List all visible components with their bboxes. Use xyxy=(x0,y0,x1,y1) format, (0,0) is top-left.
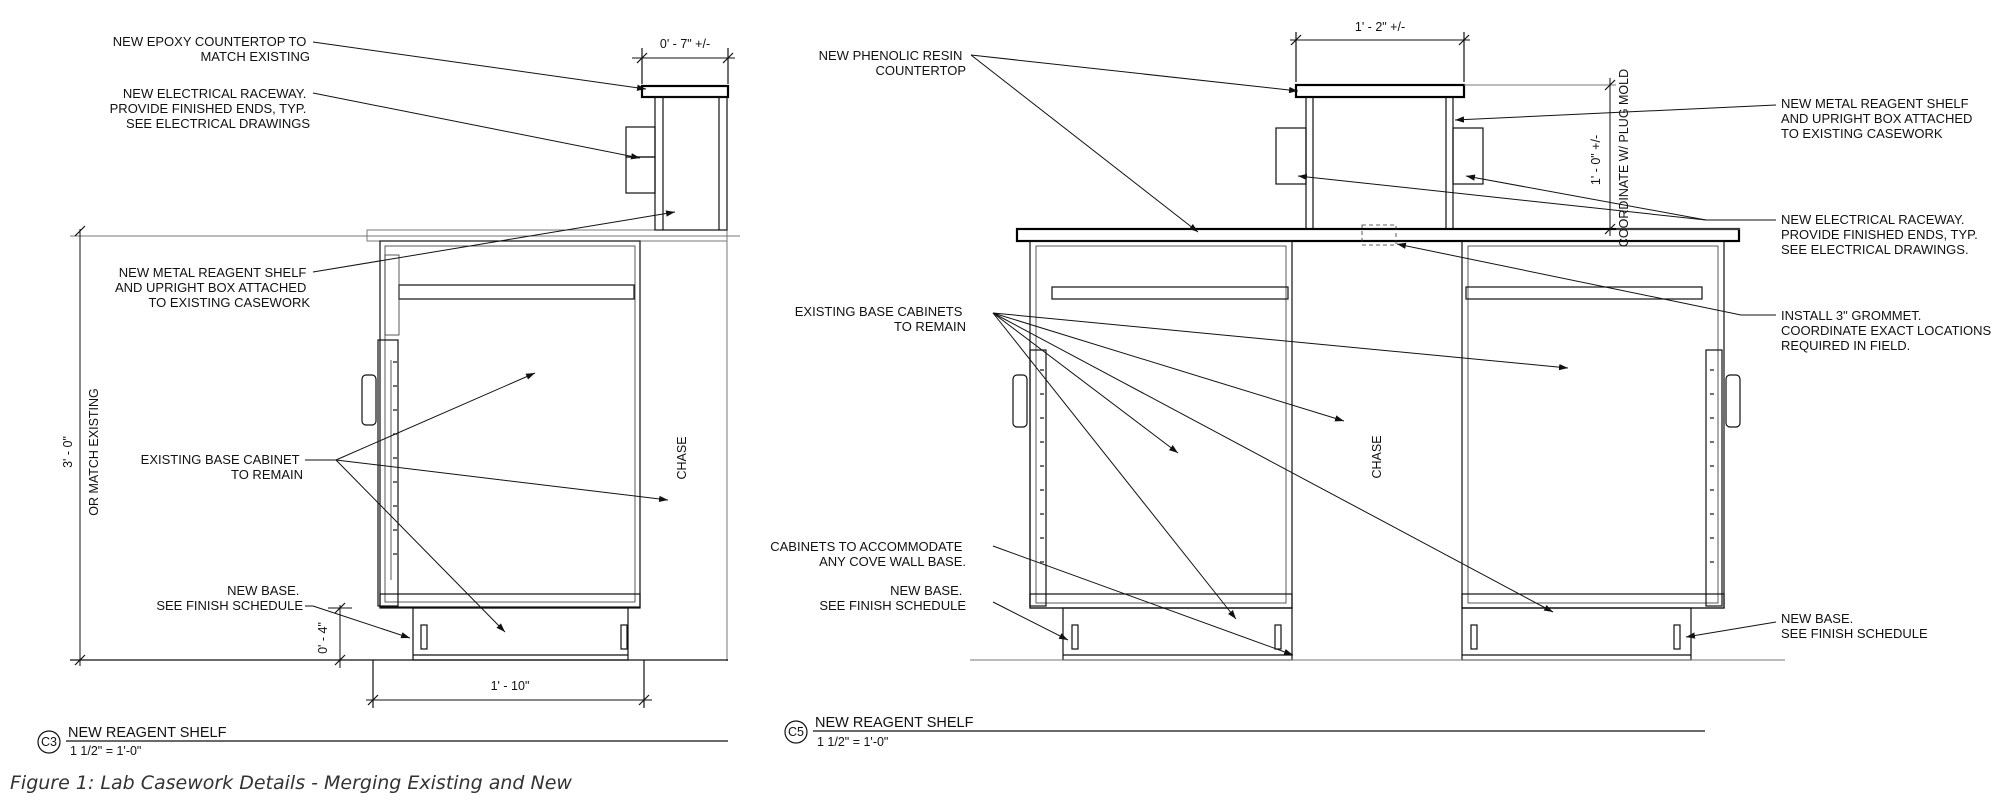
c3-dim-base: 0' - 4" xyxy=(316,622,330,654)
c5-dim-shelf-width: 1' - 2" +/- xyxy=(1355,20,1405,34)
c3-shelf-pins xyxy=(390,360,397,580)
c5-note-new-base-left: NEW BASE. SEE FINISH SCHEDULE xyxy=(819,583,966,613)
c5-new-reagent-shelf xyxy=(1275,83,1484,229)
c3-dim-height-note: OR MATCH EXISTING xyxy=(87,388,101,516)
c5-chase-label: CHASE xyxy=(1370,435,1384,478)
c3-note-new-base: NEW BASE. SEE FINISH SCHEDULE xyxy=(156,583,303,613)
figure-caption: Figure 1: Lab Casework Details - Merging… xyxy=(10,772,572,794)
c5-dimension-lines xyxy=(1290,32,1740,236)
c5-right-shelf-pins xyxy=(1710,369,1714,563)
c5-detail-tag-text: C5 xyxy=(788,725,804,739)
c3-note-reagent-shelf: NEW METAL REAGENT SHELF AND UPRIGHT BOX … xyxy=(115,265,310,310)
c5-phenolic-countertop xyxy=(1015,224,1741,246)
c3-dim-width: 1' - 10" xyxy=(491,679,530,693)
c3-leader-lines xyxy=(305,41,676,639)
c3-dimension-lines xyxy=(74,48,735,708)
c3-dim-shelf-depth: 0' - 7" +/- xyxy=(660,37,710,51)
c5-detail-tag xyxy=(784,720,808,744)
c5-left-cabinet xyxy=(1012,240,1293,661)
c5-left-shelf-pins xyxy=(1040,369,1044,563)
c3-title: NEW REAGENT SHELF xyxy=(68,725,227,741)
c5-dim-shelf-height: 1' - 0" +/- xyxy=(1589,135,1603,185)
detail-c5: NEW PHENOLIC RESIN COUNTERTOP EXISTING B… xyxy=(770,20,1995,749)
c5-note-reagent-shelf: NEW METAL REAGENT SHELF AND UPRIGHT BOX … xyxy=(1781,96,1976,141)
c3-dim-height: 3' - 0" xyxy=(61,436,75,468)
c5-note-phenolic-countertop: NEW PHENOLIC RESIN COUNTERTOP xyxy=(819,48,966,78)
c5-leader-lines xyxy=(970,54,1777,656)
c3-title-block: C3 NEW REAGENT SHELF 1 1/2" = 1'-0" xyxy=(37,725,728,758)
c5-note-electrical-raceway: NEW ELECTRICAL RACEWAY. PROVIDE FINISHED… xyxy=(1781,212,1981,257)
c3-detail-tag xyxy=(37,730,61,754)
c5-note-cove-base: CABINETS TO ACCOMMODATE ANY COVE WALL BA… xyxy=(770,539,966,569)
c5-title: NEW REAGENT SHELF xyxy=(815,715,974,731)
c3-scale: 1 1/2" = 1'-0" xyxy=(70,744,141,758)
c3-detail-tag-text: C3 xyxy=(41,735,57,749)
c5-title-block: C5 NEW REAGENT SHELF 1 1/2" = 1'-0" xyxy=(784,715,1705,749)
c5-scale: 1 1/2" = 1'-0" xyxy=(817,735,888,749)
detail-c3: NEW EPOXY COUNTERTOP TO MATCH EXISTING N… xyxy=(37,34,740,758)
c3-new-reagent-shelf xyxy=(625,84,730,231)
c3-existing-casework xyxy=(70,229,740,661)
c5-note-new-base-right: NEW BASE. SEE FINISH SCHEDULE xyxy=(1781,611,1928,641)
c5-note-grommet: INSTALL 3" GROMMET. COORDINATE EXACT LOC… xyxy=(1781,308,1995,353)
c5-right-cabinet xyxy=(1461,240,1741,661)
c3-chase-label: CHASE xyxy=(675,436,689,479)
c3-note-existing-cabinet: EXISTING BASE CABINET TO REMAIN xyxy=(141,452,303,482)
c3-note-epoxy-countertop: NEW EPOXY COUNTERTOP TO MATCH EXISTING xyxy=(113,34,310,64)
c5-note-existing-cabinets: EXISTING BASE CABINETS TO REMAIN xyxy=(795,304,966,334)
c5-dim-coordinate-note: COORDINATE W/ PLUG MOLD xyxy=(1617,69,1631,247)
c3-note-electrical-raceway: NEW ELECTRICAL RACEWAY. PROVIDE FINISHED… xyxy=(110,86,311,131)
